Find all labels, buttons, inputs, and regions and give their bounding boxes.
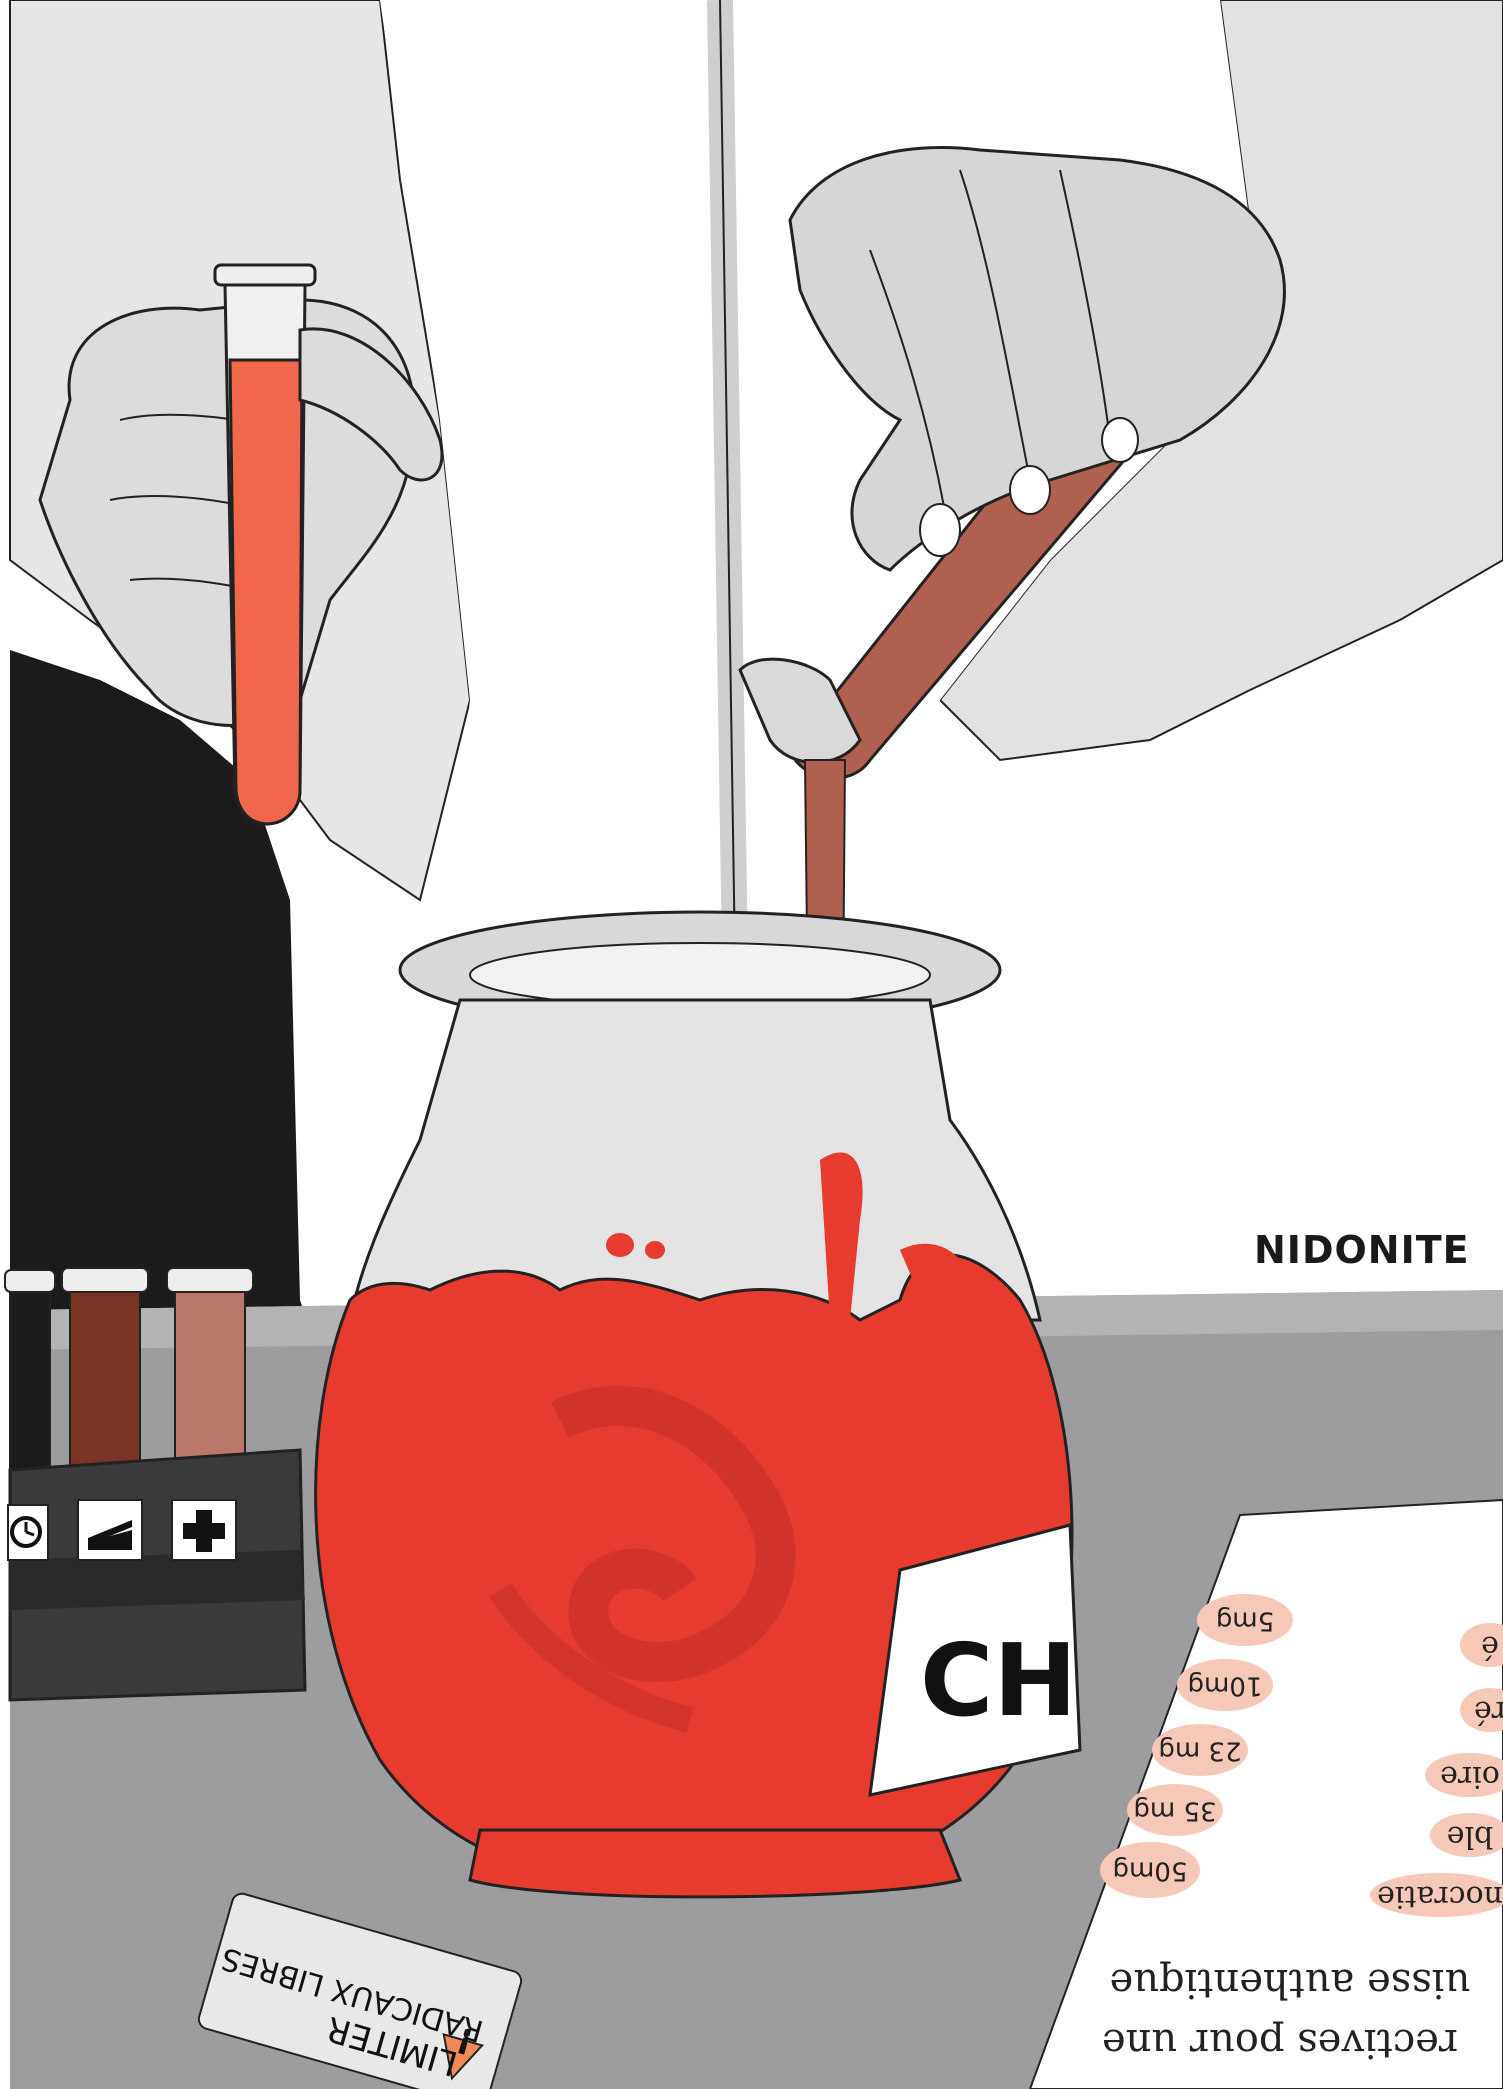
flask-label-text: CH xyxy=(920,1622,1077,1739)
clock-icon xyxy=(10,1516,42,1548)
fragment-1: é xyxy=(1481,1629,1499,1664)
flask xyxy=(314,910,1082,1899)
dose-1: 5mg xyxy=(1216,1606,1274,1636)
plus-icon xyxy=(183,1510,225,1552)
document-line-1: uisse authentique xyxy=(1110,1960,1471,2006)
dark-jacket xyxy=(10,650,310,1330)
fragment-3: oire xyxy=(1440,1759,1500,1794)
test-tube-rack xyxy=(4,1267,307,1702)
fragment-4: ble xyxy=(1447,1819,1494,1854)
right-hand xyxy=(788,146,1286,572)
document-sheet xyxy=(1028,1498,1503,2089)
dose-2: 10mg xyxy=(1188,1671,1263,1701)
fragment-5: nocratie xyxy=(1377,1879,1503,1914)
document-line-2: rectives pour une xyxy=(1102,2020,1458,2066)
warning-card xyxy=(197,1892,523,2089)
artist-signature: NIDONITE xyxy=(1254,1228,1470,1272)
orange-test-tube xyxy=(213,263,317,826)
dose-4: 35 mg xyxy=(1133,1796,1216,1826)
dose-3: 23 mg xyxy=(1158,1736,1241,1766)
fragment-2: ré xyxy=(1474,1694,1503,1729)
flask-label xyxy=(868,1523,1082,1797)
dose-5: 50mg xyxy=(1113,1856,1188,1886)
cake-slice-icon xyxy=(88,1520,132,1550)
